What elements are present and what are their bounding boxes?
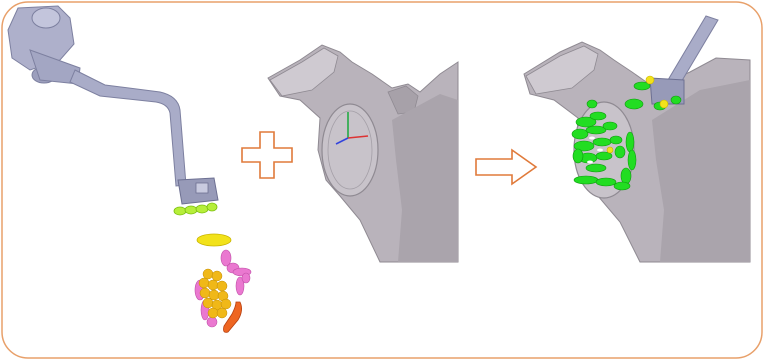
yellow-point-cluster — [197, 234, 231, 246]
glenoid-surface — [322, 104, 378, 196]
